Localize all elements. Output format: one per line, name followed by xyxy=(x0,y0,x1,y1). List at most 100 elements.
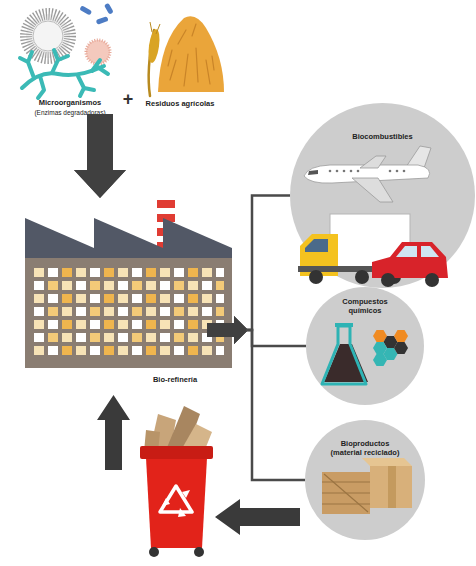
truck-illustration-part xyxy=(355,270,369,284)
residues-illustration xyxy=(147,16,224,96)
product-circle: Biocombustibles xyxy=(290,103,475,288)
box-illustration xyxy=(362,458,412,508)
recycle-arrow-left xyxy=(215,499,300,535)
molecule-illustration-part xyxy=(373,354,387,366)
truck-illustration-part xyxy=(309,270,323,284)
bracket-line xyxy=(246,330,306,346)
factory-illustration-part xyxy=(94,218,163,262)
microorganisms-illustration-part xyxy=(26,14,70,58)
truck-illustration-part xyxy=(298,266,412,272)
factory-illustration-part xyxy=(157,200,175,262)
box-illustration-part xyxy=(388,466,396,508)
node-title: Bioproductos (material reciclado) xyxy=(327,440,403,457)
truck-illustration-part xyxy=(387,270,401,284)
plane-illustration-part-part xyxy=(336,170,339,173)
crate-illustration-part-part xyxy=(322,492,370,493)
factory-illustration-part xyxy=(163,218,232,262)
plane-illustration-part-part xyxy=(329,170,332,173)
flask-illustration xyxy=(322,323,368,384)
molecule-illustration-part xyxy=(394,330,408,342)
cardboard-illustration-part xyxy=(166,406,200,452)
bracket-line xyxy=(246,330,305,480)
product-circle: Compuestos químicos xyxy=(306,287,424,405)
plane-illustration-part xyxy=(406,146,431,168)
residues-illustration-part-part xyxy=(168,24,214,86)
plus-sign: + xyxy=(120,90,136,108)
block-arrow-shape xyxy=(207,316,248,344)
truck-illustration xyxy=(298,214,412,284)
molecule-illustration xyxy=(373,330,408,366)
node-title: Residuos agrícolas xyxy=(135,100,225,109)
recycle-bin xyxy=(140,446,213,557)
bracket-line xyxy=(246,196,290,331)
recycle-bin-part xyxy=(160,486,192,512)
microorganisms-illustration-part xyxy=(104,3,114,15)
recycle-bin-part xyxy=(182,490,190,498)
microorganisms-illustration-part xyxy=(86,40,110,64)
factory-illustration-part xyxy=(25,218,94,262)
car-illustration-part xyxy=(396,246,417,257)
product-circle: Bioproductos (material reciclado) xyxy=(305,420,425,540)
plane-illustration-part-part xyxy=(389,170,392,173)
flask-illustration-part xyxy=(335,323,353,327)
crate-illustration-part-part xyxy=(322,503,370,504)
branch-connector xyxy=(207,316,305,480)
node-title: Compuestos químicos xyxy=(326,298,404,315)
residues-illustration-part xyxy=(149,30,154,96)
box-illustration-part xyxy=(362,458,412,466)
residues-illustration-part xyxy=(158,16,224,92)
factory-illustration-part xyxy=(157,236,175,242)
recycle-arrow-left-part xyxy=(215,499,300,535)
illustrated-node: Residuos agrícolas xyxy=(135,10,225,110)
microorganisms-illustration-part-part xyxy=(22,66,104,88)
recycle-bin-part xyxy=(178,508,186,517)
microorganisms-illustration-part xyxy=(96,16,109,25)
residues-illustration-part xyxy=(168,24,214,86)
recycle-bin-part xyxy=(162,498,170,506)
molecule-illustration-part xyxy=(394,342,408,354)
branch-connector xyxy=(207,196,290,345)
molecule-illustration-part xyxy=(384,348,398,360)
cardboard-illustration xyxy=(144,406,212,452)
plane-illustration-part-part xyxy=(343,170,346,173)
microorganisms-illustration-part-part xyxy=(20,52,34,78)
factory-illustration-part xyxy=(25,258,232,368)
block-arrow-down xyxy=(74,124,126,198)
microorganisms-illustration-part-part xyxy=(38,76,44,98)
recycle-arrow-up-part xyxy=(97,395,130,470)
block-arrow-shape xyxy=(207,316,248,344)
plane-illustration-part-part xyxy=(350,170,353,173)
plane-illustration-part-part xyxy=(403,170,406,173)
block-arrow-shape xyxy=(74,124,126,198)
truck-illustration-part xyxy=(330,214,410,268)
cardboard-illustration-part xyxy=(144,430,160,452)
block-arrow-down xyxy=(74,114,126,198)
crate-illustration-part-part xyxy=(324,474,368,512)
microorganisms-illustration-part-part xyxy=(78,76,94,96)
truck-illustration-part xyxy=(305,239,328,252)
crate-illustration xyxy=(322,472,370,514)
plane-illustration-part xyxy=(329,170,406,173)
recycle-bin-part xyxy=(194,547,204,557)
microorganisms-illustration-part xyxy=(79,5,92,15)
microorganisms-illustration-part-part xyxy=(52,50,68,73)
molecule-illustration-part xyxy=(373,330,387,342)
microorganisms-illustration-part xyxy=(33,21,63,51)
microorganisms-illustration-part-part xyxy=(92,60,108,74)
block-arrow-shape xyxy=(74,114,126,198)
branch-connector xyxy=(207,316,306,346)
box-illustration-part xyxy=(370,466,412,508)
car-illustration xyxy=(372,242,448,287)
car-illustration-part xyxy=(372,242,448,278)
block-arrow-shape xyxy=(207,316,248,344)
factory-illustration-part xyxy=(157,208,175,214)
plane-illustration-part-part xyxy=(357,170,360,173)
plane-illustration-part xyxy=(360,156,386,168)
factory-illustration-part xyxy=(34,268,224,356)
crate-illustration-part xyxy=(322,472,370,514)
truck-illustration-part xyxy=(300,234,338,276)
recycle-bin-part xyxy=(140,446,213,459)
